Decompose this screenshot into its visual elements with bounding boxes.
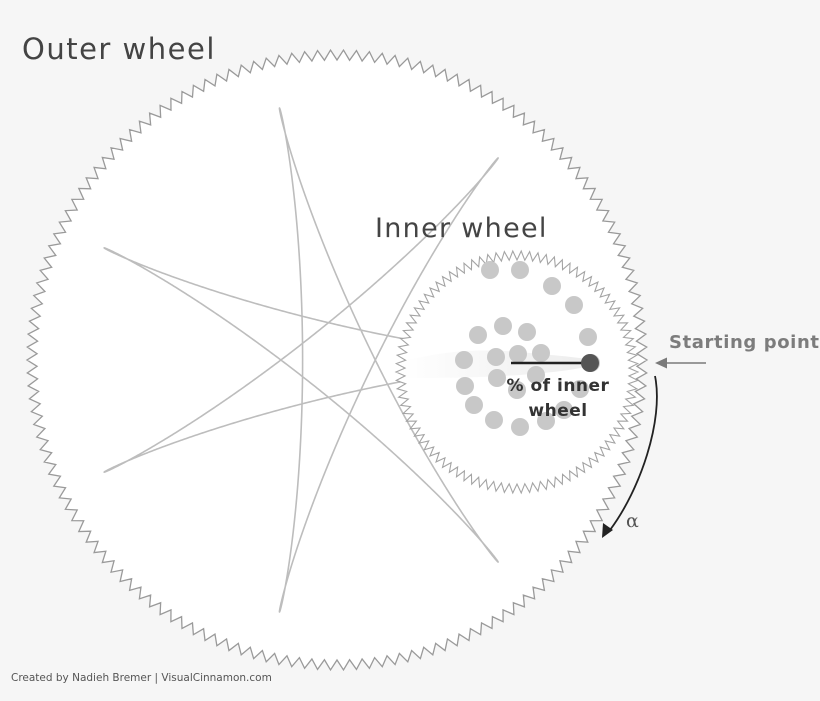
hole-dot (511, 261, 529, 279)
hole-dot (469, 326, 487, 344)
pen-arm (511, 354, 599, 372)
inner-wheel-holes (455, 261, 600, 436)
hole-dot (565, 296, 583, 314)
inner-wheel-label: Inner wheel (375, 213, 548, 244)
pen-dot (581, 354, 599, 372)
hole-dot (511, 418, 529, 436)
hole-dot (481, 261, 499, 279)
hole-dot (488, 369, 506, 387)
hole-dot (518, 323, 536, 341)
hole-dot (487, 348, 505, 366)
hole-dot (579, 328, 597, 346)
hole-dot (537, 412, 555, 430)
outer-wheel-gear (25, 48, 649, 672)
hole-dot (543, 277, 561, 295)
hole-dot (532, 344, 550, 362)
hole-dot (494, 317, 512, 335)
hole-dot (508, 381, 526, 399)
hole-dot (455, 351, 473, 369)
hole-dot (571, 380, 589, 398)
spirograph-path (103, 107, 597, 613)
hole-dot (456, 377, 474, 395)
hole-dot (555, 401, 573, 419)
outer-wheel-label: Outer wheel (22, 32, 216, 66)
outer-wheel (25, 48, 649, 672)
starting-point-label: Starting point (669, 332, 820, 353)
spirograph-curve (103, 107, 597, 613)
credit-text: Created by Nadieh Bremer | VisualCinnamo… (11, 672, 272, 684)
starting-point-arrowhead (655, 357, 667, 369)
percent-of-inner-wheel-label: % of inner wheel (506, 376, 610, 421)
rotation-arrow-arc (609, 375, 658, 531)
angle-alpha-label: α (626, 510, 639, 532)
hole-dot (509, 345, 527, 363)
rotation-arrowhead (602, 523, 613, 538)
hole-dot (465, 396, 483, 414)
hole-dot (485, 411, 503, 429)
arrows (602, 357, 706, 538)
hole-dot (527, 366, 545, 384)
